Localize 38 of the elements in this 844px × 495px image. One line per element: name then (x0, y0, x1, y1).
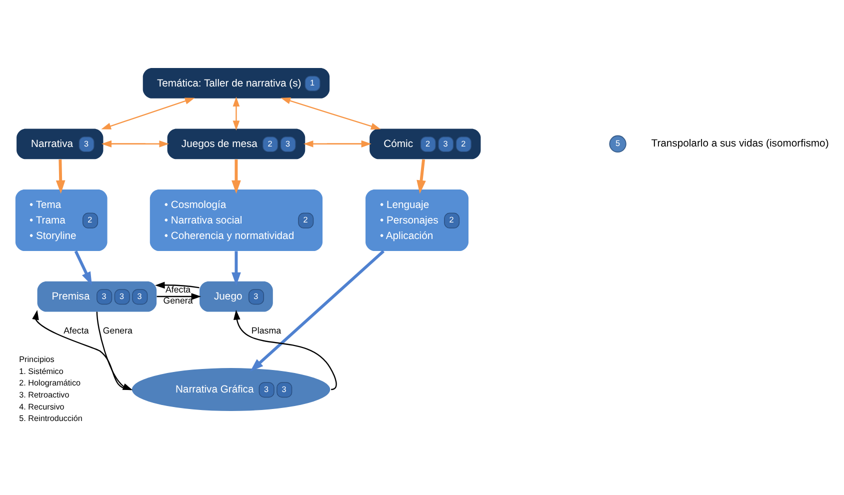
edge-label: Genera (163, 295, 193, 306)
node-box: Cómic 2 3 2 (370, 128, 481, 159)
edge-label: Afecta (165, 284, 191, 294)
arrow (250, 250, 385, 372)
arrow (101, 97, 195, 129)
label: 4. Recursivo (19, 402, 64, 411)
label: 3. Retroactivo (19, 390, 70, 400)
label: Transpolarlo a sus vidas (isomorfismo) (651, 138, 829, 150)
edge-label: Plasma (251, 325, 282, 336)
arrow (280, 97, 381, 130)
arrow (74, 250, 92, 285)
arrow (232, 250, 241, 286)
node-box: Premisa 3 3 3 (37, 280, 157, 312)
arrow (234, 309, 337, 390)
label: 1. Sistémico (19, 366, 64, 376)
arrow (32, 309, 132, 390)
edge-label: Afecta (64, 325, 89, 336)
node-box: Narrativa 3 (16, 128, 104, 159)
arrow (416, 158, 426, 194)
edge-label: Genera (102, 325, 132, 336)
arrow (156, 292, 202, 300)
node-ellipse: Narrativa Gráfica 3 3 (132, 368, 330, 410)
arrow (327, 140, 372, 147)
arrow (232, 96, 240, 130)
node-box: Juego 3 (200, 280, 273, 312)
label: 5. Reintroducción (19, 414, 82, 423)
arrow (56, 158, 66, 194)
arrow (303, 140, 372, 147)
label: 5 (616, 138, 620, 148)
label: 2. Hologramático (19, 378, 81, 388)
node-box: • Tema • Trama • Storyline 2 (15, 188, 108, 250)
node-box: • Lenguaje • Personajes • Aplicación 2 (366, 188, 468, 250)
node-box: Juegos de mesa 2 3 (167, 128, 306, 159)
node-box: • Cosmología • Narrativa social • Coherencia y normatividad 2 (150, 188, 323, 250)
label: Principios (19, 354, 54, 364)
arrow (232, 158, 241, 194)
arrow (155, 281, 200, 288)
node-box: Temática: Taller de narrativa (s) 1 (142, 67, 330, 98)
